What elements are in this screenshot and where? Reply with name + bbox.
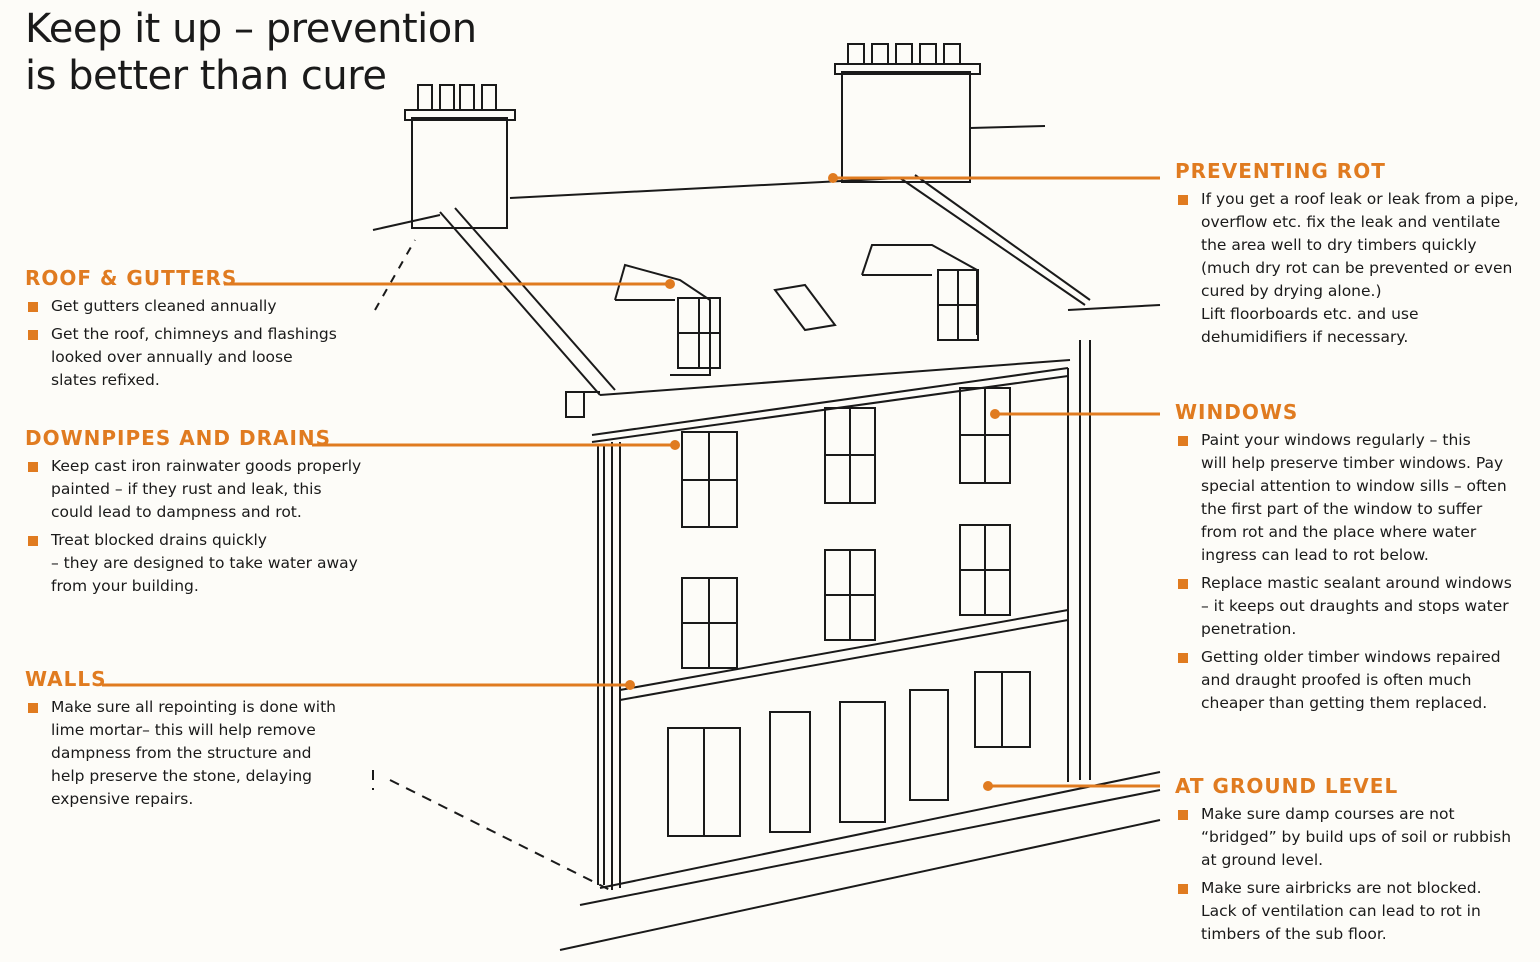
list-item: Treat blocked drains quickly – they are …: [25, 529, 385, 598]
list-item: Make sure airbricks are not blocked. Lac…: [1175, 877, 1535, 946]
leader-roof: [224, 279, 675, 289]
leader-rot: [828, 173, 1160, 183]
section-heading: ROOF & GUTTERS: [25, 266, 238, 290]
list-item: Replace mastic sealant around windows – …: [1175, 572, 1535, 641]
leader-ground: [983, 781, 1160, 791]
list-item: Make sure all repointing is done with li…: [25, 696, 365, 811]
section-preventing-rot: PREVENTING ROT If you get a roof leak or…: [1175, 158, 1535, 354]
list-item: Make sure damp courses are not “bridged”…: [1175, 803, 1535, 872]
bullet-icon: [1178, 436, 1188, 446]
list-item: Getting older timber windows repaired an…: [1175, 646, 1535, 715]
bullet-icon: [28, 302, 38, 312]
section-walls: WALLS Make sure all repointing is done w…: [25, 666, 365, 816]
bullet-icon: [1178, 653, 1188, 663]
section-downpipes-drains: DOWNPIPES AND DRAINS Keep cast iron rain…: [25, 425, 385, 603]
section-ground-level: AT GROUND LEVEL Make sure damp courses a…: [1175, 773, 1535, 951]
bullet-icon: [1178, 579, 1188, 589]
section-roof-gutters: ROOF & GUTTERS Get gutters cleaned annua…: [25, 265, 365, 397]
bullet-icon: [28, 536, 38, 546]
section-heading: AT GROUND LEVEL: [1175, 774, 1399, 798]
section-heading: PREVENTING ROT: [1175, 159, 1386, 183]
bullet-icon: [28, 330, 38, 340]
leader-windows: [990, 409, 1160, 419]
bullet-icon: [28, 462, 38, 472]
section-windows: WINDOWS Paint your windows regularly – t…: [1175, 399, 1535, 720]
page-title: Keep it up – prevention is better than c…: [25, 6, 477, 99]
bullet-icon: [1178, 884, 1188, 894]
leader-walls: [102, 680, 635, 690]
bullet-icon: [1178, 810, 1188, 820]
list-item: Get gutters cleaned annually: [25, 295, 365, 318]
section-heading: WALLS: [25, 667, 107, 691]
bullet-icon: [1178, 195, 1188, 205]
bullet-icon: [28, 703, 38, 713]
leader-downpipes: [312, 440, 680, 450]
section-heading: DOWNPIPES AND DRAINS: [25, 426, 332, 450]
list-item: Get the roof, chimneys and flashings loo…: [25, 323, 365, 392]
list-item: Keep cast iron rainwater goods properly …: [25, 455, 385, 524]
list-item: Paint your windows regularly – this will…: [1175, 429, 1535, 567]
list-item: If you get a roof leak or leak from a pi…: [1175, 188, 1535, 349]
section-heading: WINDOWS: [1175, 400, 1299, 424]
